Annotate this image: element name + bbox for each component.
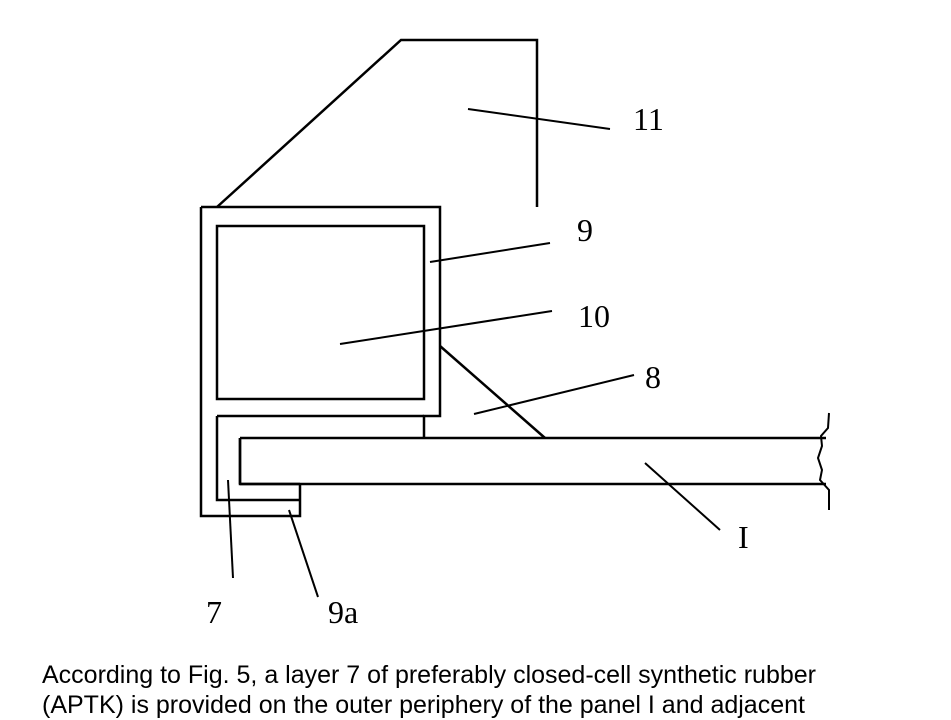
leader-11 xyxy=(467,108,611,130)
leader-10 xyxy=(339,310,553,345)
leader-8 xyxy=(473,374,635,415)
leader-9a xyxy=(288,509,319,598)
leader-7 xyxy=(227,479,234,579)
part-8-wedge xyxy=(439,345,546,439)
label-8: 8 xyxy=(645,359,661,395)
patent-figure: 11 9 10 8 I 7 9a xyxy=(199,38,830,630)
label-11: 11 xyxy=(633,101,664,137)
part-11-block xyxy=(216,38,539,208)
leader-9 xyxy=(429,242,551,263)
part-7-layer-outline xyxy=(215,416,300,502)
label-9: 9 xyxy=(577,212,593,248)
label-10: 10 xyxy=(578,298,610,334)
leader-I xyxy=(644,462,721,531)
figure-caption: According to Fig. 5, a layer 7 of prefer… xyxy=(42,660,942,720)
panel-I xyxy=(238,436,826,486)
caption-line-2: (APTK) is provided on the outer peripher… xyxy=(42,691,805,719)
panel-I-break-line xyxy=(816,412,830,510)
part-9-frame xyxy=(201,205,442,438)
part-7-inner-lip xyxy=(238,438,300,486)
label-9a: 9a xyxy=(328,594,358,630)
part-10-core xyxy=(215,224,426,401)
label-I: I xyxy=(738,519,749,555)
label-7: 7 xyxy=(206,594,222,630)
caption-line-1: According to Fig. 5, a layer 7 of prefer… xyxy=(42,661,816,689)
